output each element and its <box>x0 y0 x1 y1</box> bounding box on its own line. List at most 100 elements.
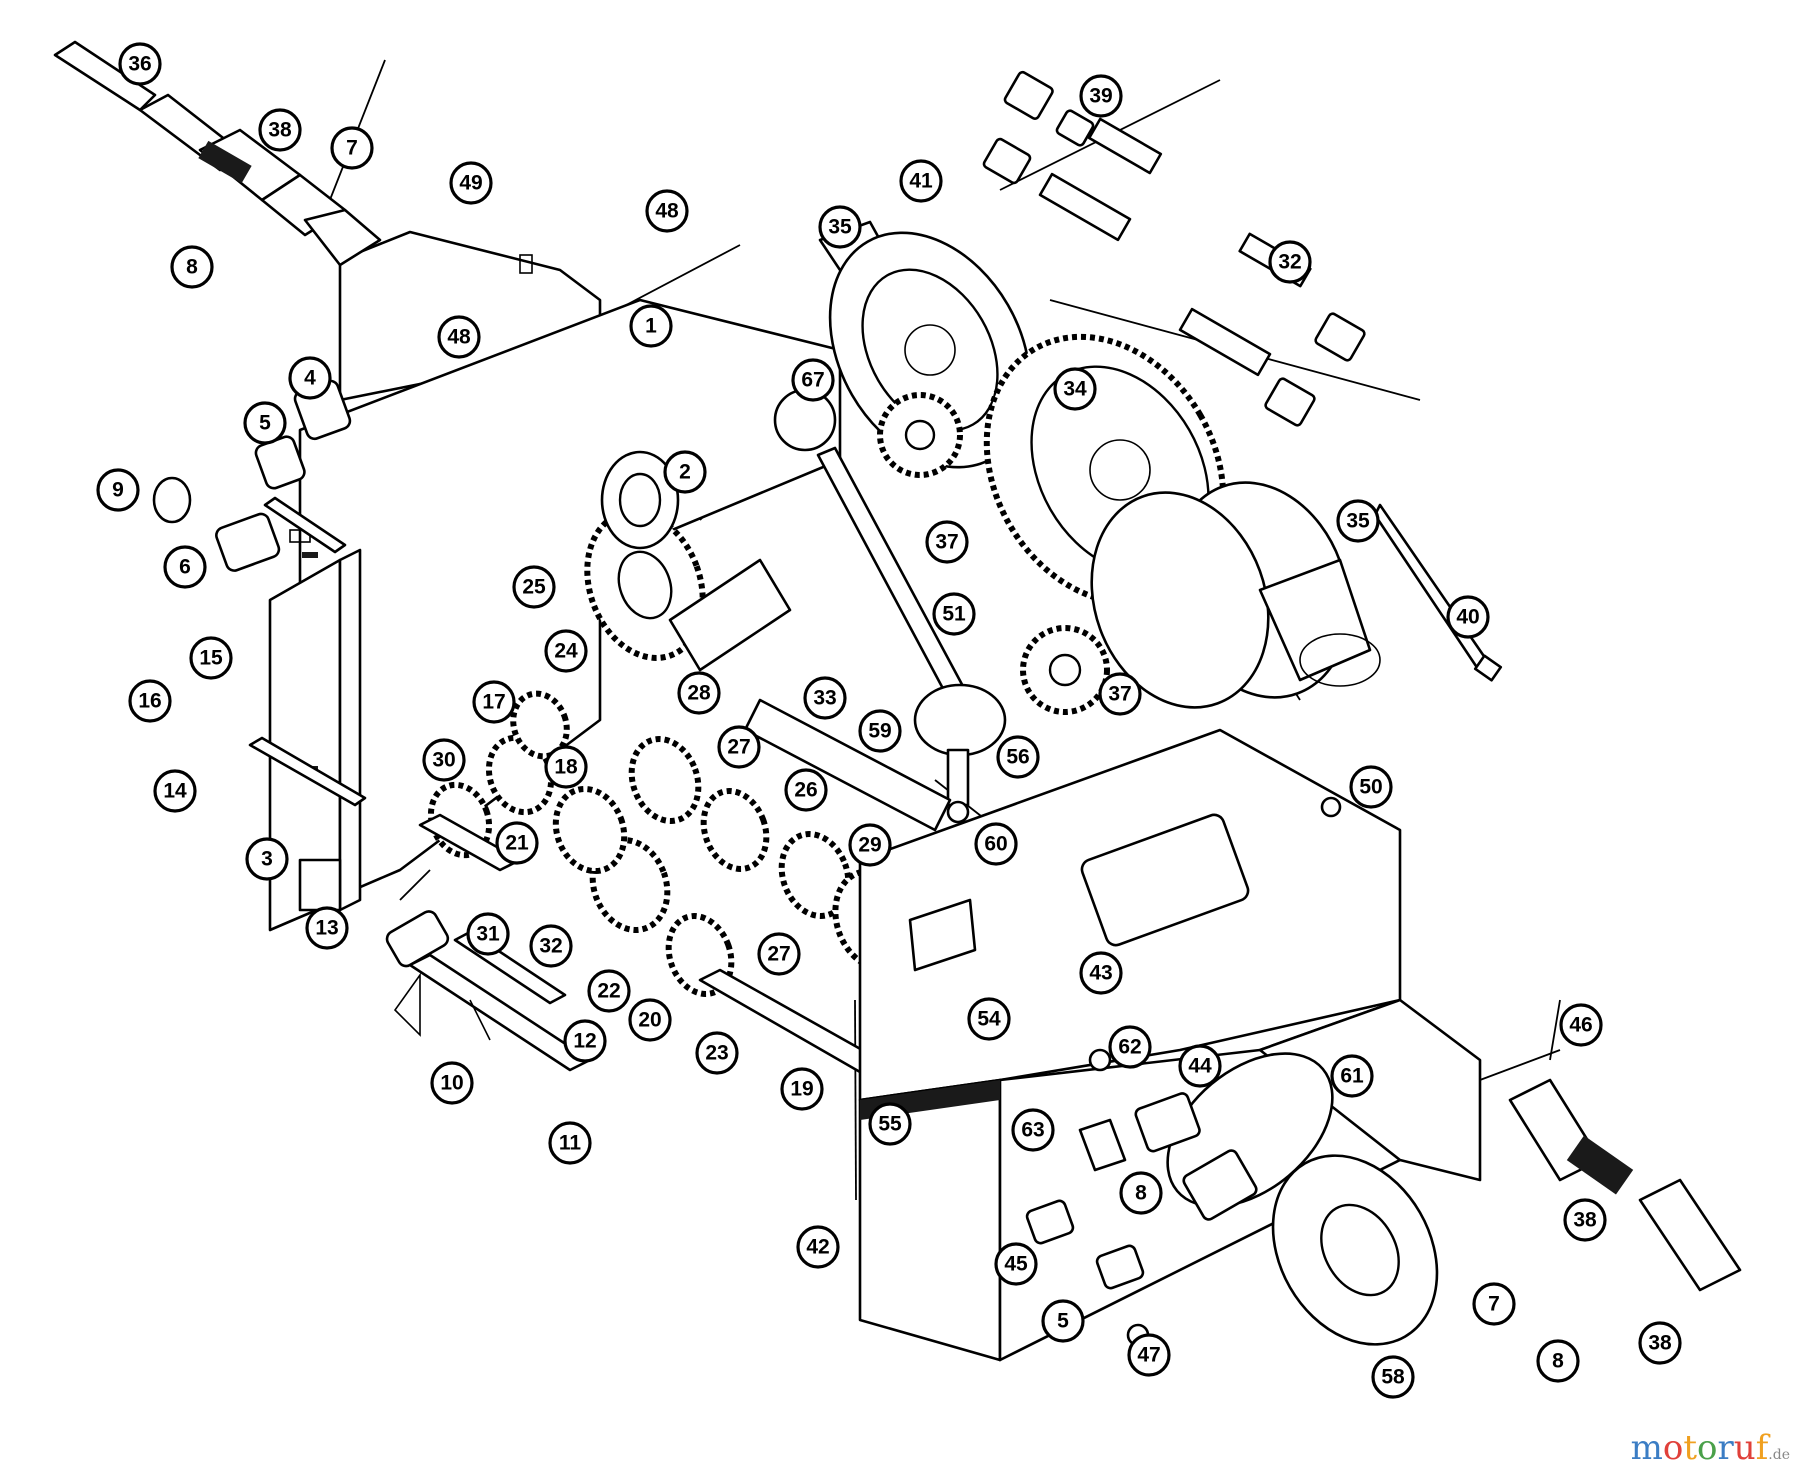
callout: 2 <box>663 450 707 494</box>
callout: 32 <box>1268 240 1312 284</box>
callout-label: 10 <box>440 1072 463 1095</box>
callout: 61 <box>1330 1054 1374 1098</box>
small-gears <box>877 392 1110 715</box>
callout-label: 17 <box>482 691 505 714</box>
callout-label: 41 <box>909 170 933 193</box>
output-shaft-upper <box>53 40 382 267</box>
callout: 63 <box>1011 1108 1055 1152</box>
callout-label: 27 <box>767 943 790 966</box>
callout: 21 <box>495 821 539 865</box>
callout: 60 <box>974 822 1018 866</box>
callout: 30 <box>422 738 466 782</box>
callout-label: 5 <box>1057 1310 1069 1333</box>
callout-label: 51 <box>942 603 966 626</box>
callout-label: 56 <box>1006 746 1029 769</box>
callout: 67 <box>791 358 835 402</box>
callout: 12 <box>563 1019 607 1063</box>
shift-lever <box>773 388 1007 870</box>
callout: 58 <box>1371 1355 1415 1399</box>
callout-label: 55 <box>878 1113 902 1136</box>
callout: 45 <box>994 1242 1038 1286</box>
callout-label: 37 <box>935 531 958 554</box>
clutch-drum-upper <box>818 220 1032 469</box>
callout: 18 <box>544 745 588 789</box>
callout: 42 <box>796 1225 840 1269</box>
callout: 14 <box>153 769 197 813</box>
wm-letter: m <box>1630 1428 1663 1468</box>
callout-label: 50 <box>1359 776 1382 799</box>
callout-label: 8 <box>1552 1350 1564 1373</box>
wm-letter: o <box>1662 1428 1684 1468</box>
callout: 1 <box>629 304 673 348</box>
callout-label: 18 <box>554 756 578 779</box>
callout: 55 <box>868 1102 912 1146</box>
callout-label: 62 <box>1118 1036 1141 1059</box>
callout-label: 14 <box>163 780 187 803</box>
callout-label: 16 <box>138 690 161 713</box>
callout: 15 <box>189 636 233 680</box>
callout-label: 7 <box>1488 1293 1500 1316</box>
wm-letter: o <box>1697 1428 1718 1468</box>
callout-label: 8 <box>1135 1182 1147 1205</box>
callout: 17 <box>472 680 516 724</box>
callout-label: 28 <box>687 682 711 705</box>
left-small-parts <box>152 379 592 1072</box>
callout: 50 <box>1349 765 1393 809</box>
callout-label: 21 <box>505 832 529 855</box>
clutch-drum-lower <box>1090 481 1503 709</box>
callout: 40 <box>1446 595 1490 639</box>
callout-label: 42 <box>806 1236 829 1259</box>
callout: 37 <box>1098 672 1142 716</box>
callout-label: 39 <box>1089 85 1112 108</box>
callout-label: 48 <box>655 200 679 223</box>
callout: 8 <box>170 245 214 289</box>
callout-label: 38 <box>1648 1332 1672 1355</box>
wm-letter: t <box>1683 1428 1698 1468</box>
callout-label: 67 <box>801 369 824 392</box>
callout: 23 <box>695 1031 739 1075</box>
callout-label: 6 <box>179 556 191 579</box>
callout: 43 <box>1079 951 1123 995</box>
callout: 3 <box>245 837 289 881</box>
callout: 39 <box>1079 74 1123 118</box>
callout: 51 <box>932 592 976 636</box>
callout: 10 <box>430 1061 474 1105</box>
callout: 38 <box>258 108 302 152</box>
callout: 25 <box>512 565 556 609</box>
callout: 36 <box>118 42 162 86</box>
callout: 9 <box>96 468 140 512</box>
callout: 48 <box>645 189 689 233</box>
callout: 32 <box>529 924 573 968</box>
callout-label: 60 <box>984 833 1007 856</box>
callout-label: 59 <box>868 720 891 743</box>
callout-label: 25 <box>522 576 546 599</box>
lower-small-parts <box>1025 796 1342 1347</box>
callout: 47 <box>1127 1333 1171 1377</box>
callout: 56 <box>996 735 1040 779</box>
callout-label: 38 <box>268 119 292 142</box>
callout-label: 61 <box>1340 1065 1364 1088</box>
callout-label: 13 <box>315 917 338 940</box>
callout-label: 11 <box>559 1132 582 1155</box>
callout: 31 <box>466 912 510 956</box>
callout-label: 7 <box>346 137 358 160</box>
callout-label: 63 <box>1021 1119 1044 1142</box>
callout-label: 29 <box>858 834 881 857</box>
callout: 49 <box>449 161 493 205</box>
callout: 7 <box>330 126 374 170</box>
callout: 62 <box>1108 1025 1152 1069</box>
callout-label: 32 <box>539 935 562 958</box>
callout-label: 37 <box>1108 683 1131 706</box>
callout-label: 9 <box>112 479 124 502</box>
callout-label: 33 <box>813 687 836 710</box>
site-watermark: motoruf.de <box>1631 1428 1790 1468</box>
callout: 26 <box>784 768 828 812</box>
callout: 41 <box>899 159 943 203</box>
callout: 28 <box>677 671 721 715</box>
callout-label: 32 <box>1278 251 1301 274</box>
callout-label: 3 <box>261 848 273 871</box>
callout: 38 <box>1563 1198 1607 1242</box>
callout: 19 <box>780 1067 824 1111</box>
callout: 34 <box>1053 367 1097 411</box>
